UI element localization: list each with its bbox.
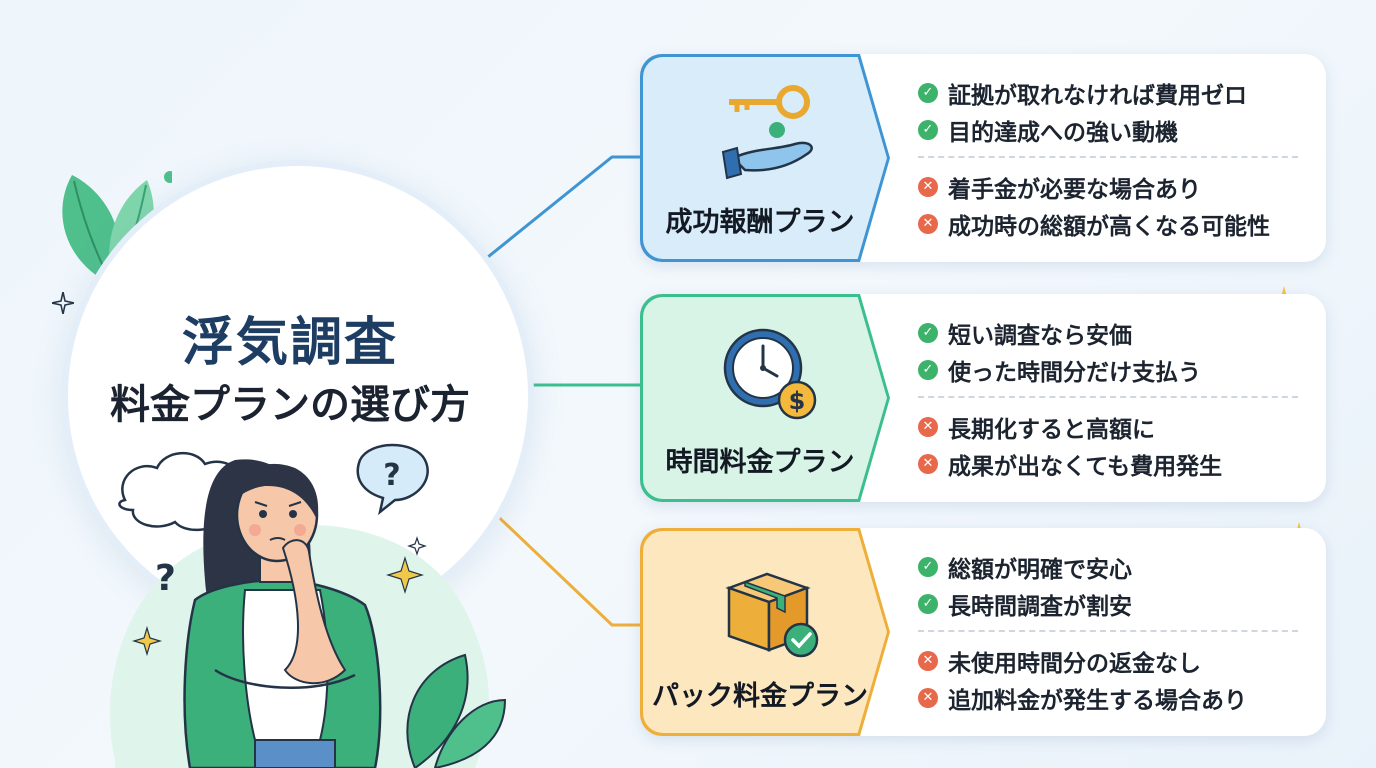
thinking-woman-illustration: ? ? — [110, 443, 507, 768]
check-icon: ✓ — [918, 322, 938, 343]
check-icon: ✓ — [918, 556, 938, 577]
connector-line-package — [484, 503, 642, 627]
page-subtitle: 料金プランの選び方 — [110, 382, 470, 428]
plan-feature-list: ✓短い調査なら安価 ✓使った時間分だけ支払う ✕長期化すると高額に ✕成果が出な… — [918, 314, 1318, 482]
con-item: ✕成果が出なくても費用発生 — [918, 445, 1318, 482]
cross-icon: ✕ — [918, 176, 938, 197]
pros-cons-divider — [918, 630, 1298, 632]
plan-card-success-fee: 成功報酬プラン ✓証拠が取れなければ費用ゼロ ✓目的達成への強い動機 ✕着手金が… — [640, 54, 1330, 266]
pro-item: ✓長時間調査が割安 — [918, 585, 1318, 622]
plan-name: パック料金プラン — [652, 681, 868, 712]
pro-item: ✓短い調査なら安価 — [918, 314, 1318, 351]
con-item: ✕成功時の総額が高くなる可能性 — [918, 205, 1318, 242]
con-item: ✕追加料金が発生する場合あり — [918, 679, 1318, 716]
cross-icon: ✕ — [918, 453, 938, 474]
page-title: 浮気調査 — [181, 313, 398, 373]
plan-name: 時間料金プラン — [665, 447, 855, 478]
svg-text:?: ? — [383, 458, 400, 493]
con-item: ✕未使用時間分の返金なし — [918, 642, 1318, 679]
pro-item: ✓使った時間分だけ支払う — [918, 351, 1318, 388]
clock-with-coin-icon: $ — [723, 328, 817, 420]
package-box-icon — [725, 572, 819, 658]
key-in-hand-icon — [721, 85, 813, 180]
cross-icon: ✕ — [918, 650, 938, 671]
plan-label-box — [640, 528, 890, 736]
plan-label-box — [640, 54, 890, 262]
pros-cons-divider — [918, 156, 1298, 158]
svg-text:?: ? — [155, 558, 176, 599]
connector-line-success — [477, 155, 642, 267]
check-icon: ✓ — [918, 593, 938, 614]
pros-cons-divider — [918, 396, 1298, 398]
plan-name: 成功報酬プラン — [665, 207, 855, 238]
con-item: ✕長期化すると高額に — [918, 408, 1318, 445]
plan-card-hourly: $ 時間料金プラン ✓短い調査なら安価 ✓使った時間分だけ支払う ✕長期化すると… — [640, 294, 1330, 506]
pro-item: ✓証拠が取れなければ費用ゼロ — [918, 74, 1318, 111]
svg-text:$: $ — [789, 387, 806, 415]
pro-item: ✓目的達成への強い動機 — [918, 111, 1318, 148]
cross-icon: ✕ — [918, 687, 938, 708]
sparkle-icon — [52, 292, 74, 314]
check-icon: ✓ — [918, 359, 938, 380]
plan-card-package: パック料金プラン ✓総額が明確で安心 ✓長時間調査が割安 ✕未使用時間分の返金な… — [640, 528, 1330, 740]
question-bubble-icon: ? — [356, 443, 429, 516]
cross-icon: ✕ — [918, 416, 938, 437]
con-item: ✕着手金が必要な場合あり — [918, 168, 1318, 205]
plan-feature-list: ✓証拠が取れなければ費用ゼロ ✓目的達成への強い動機 ✕着手金が必要な場合あり … — [918, 74, 1318, 242]
cross-icon: ✕ — [918, 213, 938, 234]
plan-feature-list: ✓総額が明確で安心 ✓長時間調査が割安 ✕未使用時間分の返金なし ✕追加料金が発… — [918, 548, 1318, 716]
pro-item: ✓総額が明確で安心 — [918, 548, 1318, 585]
check-icon: ✓ — [918, 119, 938, 140]
check-icon: ✓ — [918, 82, 938, 103]
